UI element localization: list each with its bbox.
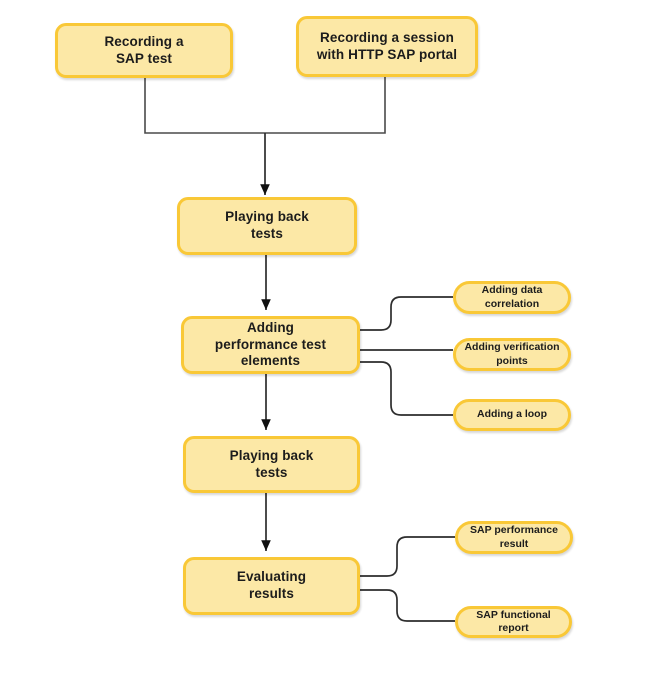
node-label: Recording a SAP test [104,33,184,66]
node-recording-sap-test[interactable]: Recording a SAP test [55,23,233,78]
node-label: Recording a session with HTTP SAP portal [316,29,458,62]
node-label: SAP functional report [476,608,551,634]
node-label: Adding performance test elements [214,319,327,369]
node-label: Adding data correlation [481,284,543,310]
node-adding-performance-test-elements[interactable]: Adding performance test elements [181,316,360,374]
node-label: Evaluating results [236,569,307,601]
node-adding-data-correlation[interactable]: Adding data correlation [453,281,571,314]
node-adding-verification-points[interactable]: Adding verification points [453,338,571,371]
node-adding-a-loop[interactable]: Adding a loop [453,399,571,431]
node-sap-performance-result[interactable]: SAP performance result [455,521,573,554]
node-playing-back-tests-1[interactable]: Playing back tests [177,197,357,255]
node-recording-http-sap-portal[interactable]: Recording a session with HTTP SAP portal [296,16,478,77]
node-playing-back-tests-2[interactable]: Playing back tests [183,436,360,493]
node-label: Playing back tests [229,447,314,480]
node-label: SAP performance result [470,524,558,550]
edge-to-adding-data-correlation [360,296,453,331]
edge-to-sap-functional-report [360,589,455,622]
node-evaluating-results[interactable]: Evaluating results [183,557,360,615]
edge-merge-recording-branches [144,77,386,134]
edge-to-adding-a-loop [360,361,453,416]
node-label: Playing back tests [225,209,309,241]
node-label: Adding verification points [464,341,560,367]
node-label: Adding a loop [477,408,547,421]
node-sap-functional-report[interactable]: SAP functional report [455,606,572,638]
edge-to-sap-performance-result [360,536,455,577]
